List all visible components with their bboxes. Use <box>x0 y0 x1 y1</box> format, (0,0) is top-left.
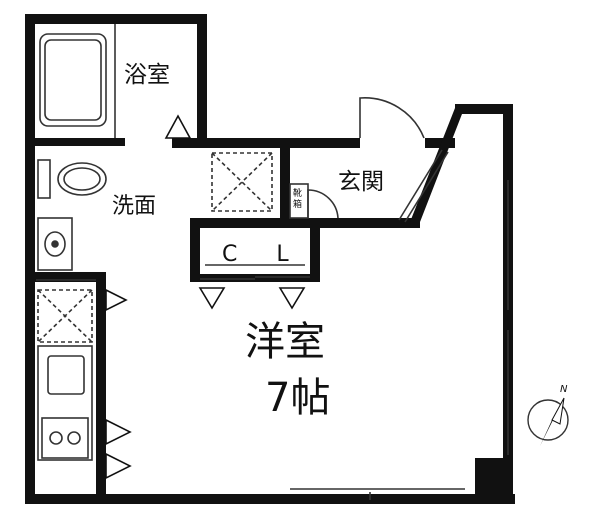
room-label-main-room: 洋室 <box>245 319 325 365</box>
fixtures <box>36 24 509 500</box>
entrance-door <box>359 97 425 139</box>
wash-basin <box>37 217 73 271</box>
north-arrow-icon <box>527 397 569 446</box>
room-label-shoe-box: 靴箱 <box>292 189 302 210</box>
washing-machine-space <box>211 152 273 212</box>
room-label-bathroom: 浴室 <box>124 62 170 88</box>
toilet <box>37 159 107 199</box>
room-label-washroom: 洗面 <box>112 194 157 219</box>
room-label-entrance: 玄関 <box>338 169 384 195</box>
bathtub <box>39 33 107 127</box>
door-indicators <box>105 114 306 480</box>
kitchen-stove <box>41 417 89 459</box>
compass-north-label: N <box>560 384 568 395</box>
kitchen-sink <box>47 355 85 395</box>
shoe-room-door <box>307 189 339 219</box>
room-label-main-room-size: 7帖 <box>265 375 331 421</box>
kitchen-counter <box>37 345 93 461</box>
room-label-closet: C L <box>222 242 305 267</box>
refrigerator-space <box>37 289 93 343</box>
